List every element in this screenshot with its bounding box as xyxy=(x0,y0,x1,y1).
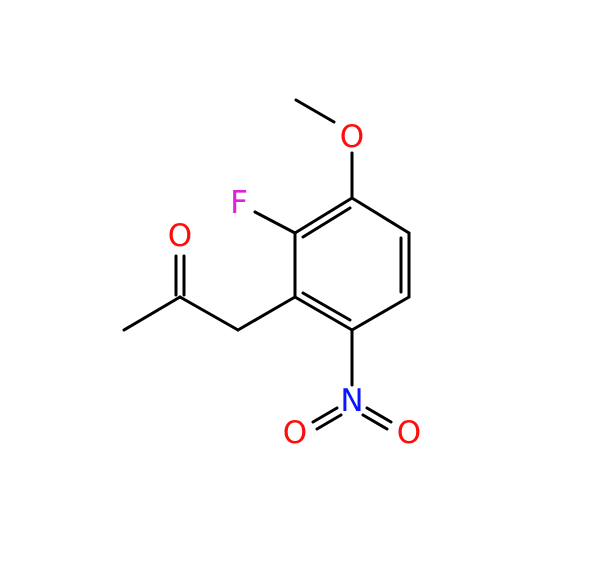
carbonyl-oxygen-label: O xyxy=(168,218,192,254)
nitro-oxygen-right-label: O xyxy=(397,415,421,451)
bond-ring-c4-c5 xyxy=(293,295,354,332)
bond-ring-c4-c5-inner xyxy=(301,291,352,322)
bond-ring-c3-c4 xyxy=(350,295,411,332)
atom-labels: O F O N O O xyxy=(168,119,421,451)
bond-ring-c6-c1-inner xyxy=(301,206,352,239)
nitro-nitrogen-label: N xyxy=(340,383,363,419)
bond-ring-c1-c2 xyxy=(350,196,411,235)
bond-carbonyl-methyl xyxy=(122,295,182,332)
bond-methyl-methoxy-oxygen xyxy=(294,98,336,124)
bond-nitro-left-b xyxy=(315,413,343,431)
bond-ring-methylene xyxy=(236,295,297,332)
bond-ring-c6-c1 xyxy=(293,196,354,235)
bond-nitro-right-a xyxy=(365,406,393,424)
bond-nitro-left-a xyxy=(311,406,339,424)
nitro-oxygen-left-label: O xyxy=(283,415,307,451)
bonds xyxy=(122,98,411,431)
bond-ring-fluorine xyxy=(253,210,297,235)
bond-methylene-carbonyl xyxy=(178,295,240,332)
bond-nitro-right-b xyxy=(361,413,389,431)
fluorine-label: F xyxy=(230,185,248,221)
methoxy-oxygen-label: O xyxy=(340,119,364,155)
